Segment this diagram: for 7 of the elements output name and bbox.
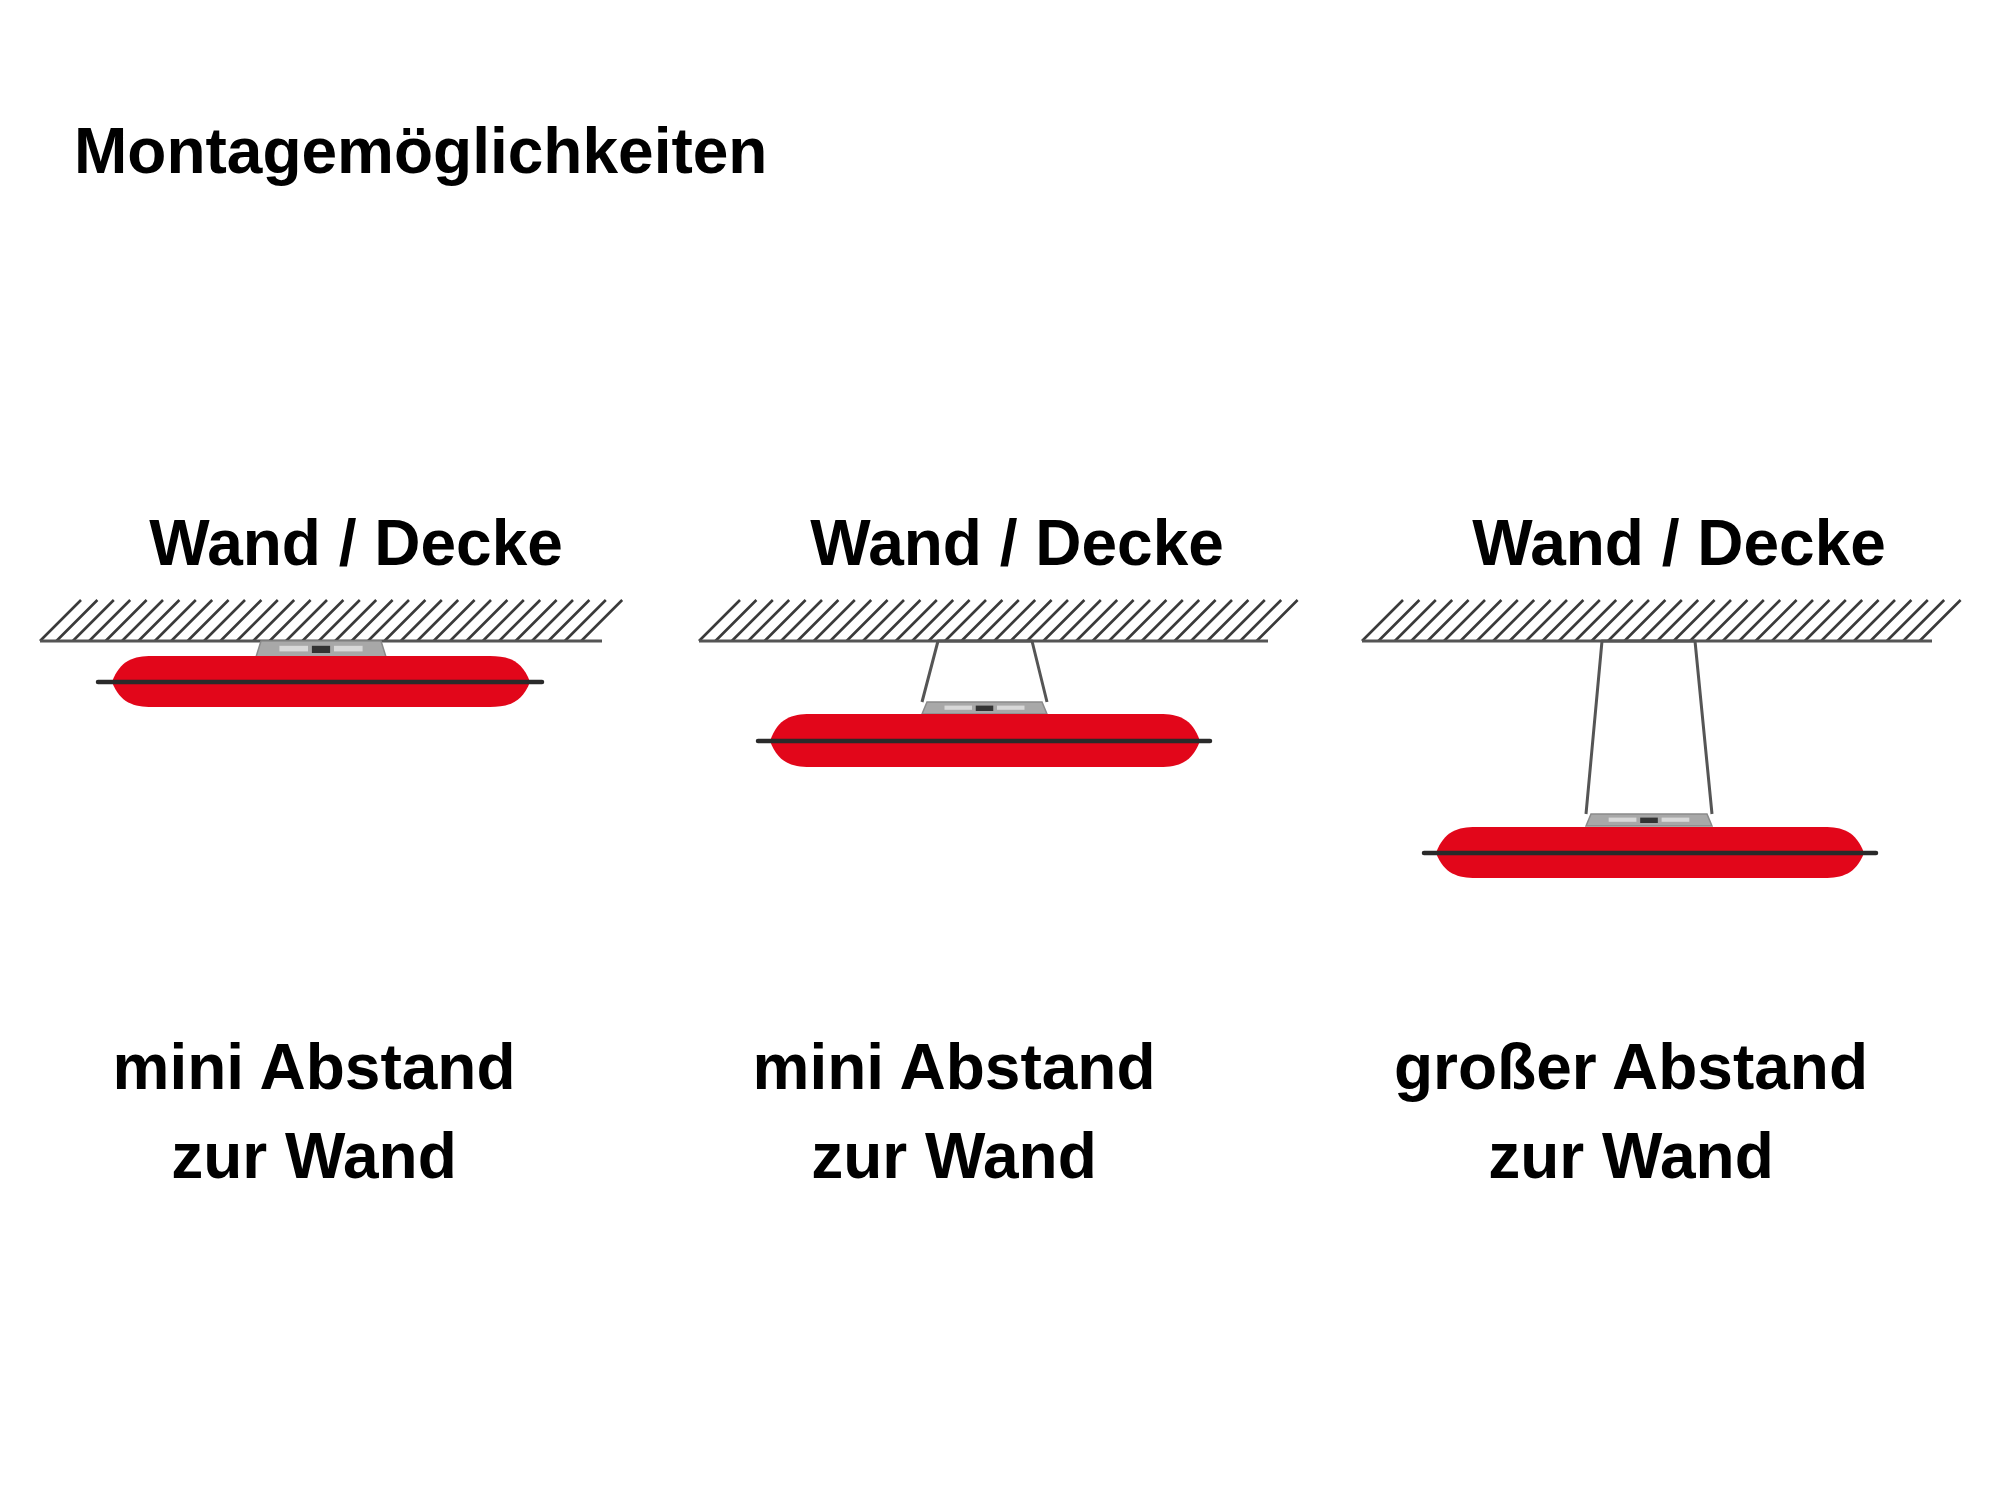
distance-label: mini Abstand zur Wand bbox=[111, 1030, 517, 1194]
distance-label: mini Abstand zur Wand bbox=[751, 1030, 1157, 1194]
mounting-surface-label: Wand / Decke bbox=[809, 507, 1225, 581]
mounting-surface-label: Wand / Decke bbox=[1471, 507, 1887, 581]
page-title: Montagemöglichkeiten bbox=[74, 115, 768, 189]
mounting-surface-label: Wand / Decke bbox=[148, 507, 564, 581]
distance-label: großer Abstand zur Wand bbox=[1392, 1030, 1870, 1194]
